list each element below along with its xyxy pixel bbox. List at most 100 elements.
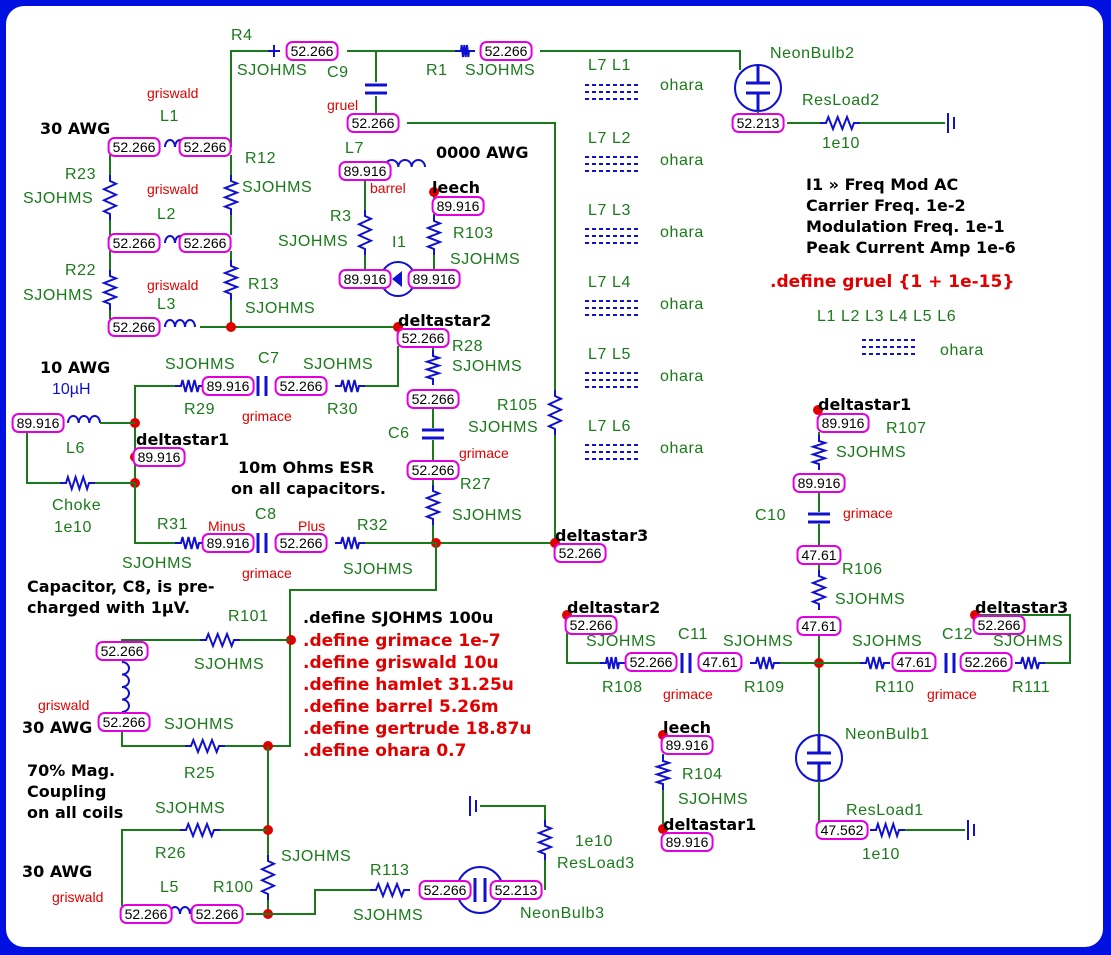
resistor-icon: [185, 737, 225, 755]
node-voltage-box[interactable]: 89.916: [660, 832, 714, 852]
node-voltage-box[interactable]: 52.266: [959, 652, 1013, 672]
node-voltage-box[interactable]: 52.266: [564, 615, 618, 635]
annotation-text: 30 AWG: [22, 718, 93, 737]
component-label: SJOHMS: [993, 633, 1064, 650]
resistor-icon: [750, 656, 780, 670]
resistor-icon: [370, 881, 410, 899]
node-voltage-box[interactable]: 52.266: [406, 460, 460, 480]
resistor-icon: [423, 350, 443, 385]
node-voltage-box[interactable]: 52.266: [396, 328, 450, 348]
component-label: L7 L3: [588, 202, 632, 219]
component-label: ohara: [660, 368, 704, 385]
component-label: R110: [875, 679, 915, 696]
component-label: L7 L4: [588, 274, 632, 291]
resistor-icon: [180, 821, 220, 839]
neon-bulb-electrodes: [746, 65, 770, 111]
node-voltage-box[interactable]: 89.916: [132, 447, 186, 467]
resistor-icon: [870, 820, 905, 840]
component-label: R4: [231, 27, 253, 44]
component-label: C9: [327, 64, 349, 81]
node-voltage-box[interactable]: 47.562: [815, 820, 869, 840]
node-voltage-box[interactable]: 52.266: [274, 533, 328, 553]
component-label: R105: [497, 397, 538, 414]
annotation-text: deltastar1: [818, 395, 912, 414]
component-label: NeonBulb1: [845, 726, 930, 743]
annotation-text: 0000 AWG: [436, 143, 529, 162]
resistor-icon: [860, 656, 890, 670]
parameter-label: grimace: [242, 565, 292, 581]
node-voltage-box[interactable]: 52.266: [119, 904, 173, 924]
node-voltage-box[interactable]: 47.61: [796, 616, 842, 636]
node-voltage-box[interactable]: 52.266: [346, 113, 400, 133]
component-label: L7: [345, 140, 364, 157]
node-voltage-box[interactable]: 89.916: [407, 269, 461, 289]
node-voltage-box[interactable]: 52.266: [190, 904, 244, 924]
parameter-label: grimace: [663, 686, 713, 702]
node-voltage-box[interactable]: 52.266: [972, 615, 1026, 635]
node-voltage-box[interactable]: 89.916: [431, 196, 485, 216]
node-voltage-box[interactable]: 47.61: [697, 652, 743, 672]
node-voltage-box[interactable]: 89.916: [338, 161, 392, 181]
parameter-label: griswald: [147, 85, 199, 101]
component-label: R32: [357, 517, 389, 534]
resistor-icon: [653, 755, 673, 790]
component-label: C12: [942, 626, 974, 643]
node-voltage-box[interactable]: 89.916: [660, 735, 714, 755]
node-voltage-box[interactable]: 89.916: [201, 533, 255, 553]
wire: [566, 633, 600, 664]
node-voltage-box[interactable]: 52.213: [731, 113, 785, 133]
node-voltage-box[interactable]: 52.266: [95, 641, 149, 661]
resistor-icon: [820, 114, 860, 132]
node-voltage-box[interactable]: 52.266: [418, 880, 472, 900]
component-label: ResLoad3: [557, 855, 635, 872]
node-voltage-box[interactable]: 89.916: [11, 413, 65, 433]
component-label: SJOHMS: [23, 287, 94, 304]
resistor-icon: [809, 435, 829, 470]
node-voltage-box[interactable]: 47.61: [796, 545, 842, 565]
neon-bulb-electrodes: [807, 735, 831, 781]
define-statement: .define ohara 0.7: [303, 741, 467, 761]
component-label: L7 L6: [588, 418, 632, 435]
component-label: C8: [255, 506, 277, 523]
node-voltage-box[interactable]: 47.61: [891, 652, 937, 672]
node-voltage-box[interactable]: 52.266: [178, 137, 232, 157]
node-voltage-box[interactable]: 52.266: [107, 233, 161, 253]
node-voltage-box[interactable]: 52.266: [285, 41, 339, 61]
annotation-text: deltastar3: [555, 526, 649, 545]
node-voltage-box[interactable]: 52.266: [274, 376, 328, 396]
node-voltage-box[interactable]: 89.916: [338, 269, 392, 289]
component-label: R26: [155, 845, 187, 862]
parameter-label: grimace: [843, 505, 893, 521]
resistor-icon: [600, 656, 625, 670]
component-label: L7 L5: [588, 346, 632, 363]
node-voltage-box[interactable]: 52.266: [553, 543, 607, 563]
node-voltage-box[interactable]: 89.916: [201, 376, 255, 396]
component-label: L1 L2 L3 L4 L5 L6: [817, 308, 957, 325]
component-label: SJOHMS: [194, 656, 265, 673]
node-voltage-box[interactable]: 52.266: [107, 137, 161, 157]
annotation-text: on all coils: [27, 803, 124, 822]
component-label: L7 L2: [588, 130, 632, 147]
inductor-icon: [383, 159, 427, 168]
resistor-icon: [60, 473, 95, 493]
node-voltage-box[interactable]: 52.266: [107, 317, 161, 337]
component-label: SJOHMS: [452, 507, 523, 524]
annotation-text: Coupling: [27, 782, 107, 801]
node-voltage-box[interactable]: 89.916: [792, 473, 846, 493]
node-voltage-box[interactable]: 52.213: [489, 880, 543, 900]
resistor-icon: [101, 175, 119, 220]
component-label: R100: [213, 879, 254, 896]
component-label: Choke: [52, 497, 102, 514]
inductance-label: 10µH: [52, 381, 91, 398]
node-voltage-box[interactable]: 52.266: [406, 389, 460, 409]
node-voltage-box[interactable]: 52.266: [624, 652, 678, 672]
component-label: 1e10: [575, 833, 613, 850]
component-label: R12: [245, 150, 277, 167]
node-voltage-box[interactable]: 52.266: [178, 233, 232, 253]
node-voltage-box[interactable]: 52.266: [479, 41, 533, 61]
component-label: C10: [755, 507, 787, 524]
node-voltage-box[interactable]: 52.266: [97, 712, 151, 732]
node-voltage-box[interactable]: 89.916: [816, 413, 870, 433]
component-label: SJOHMS: [281, 848, 352, 865]
component-label: C7: [258, 350, 280, 367]
